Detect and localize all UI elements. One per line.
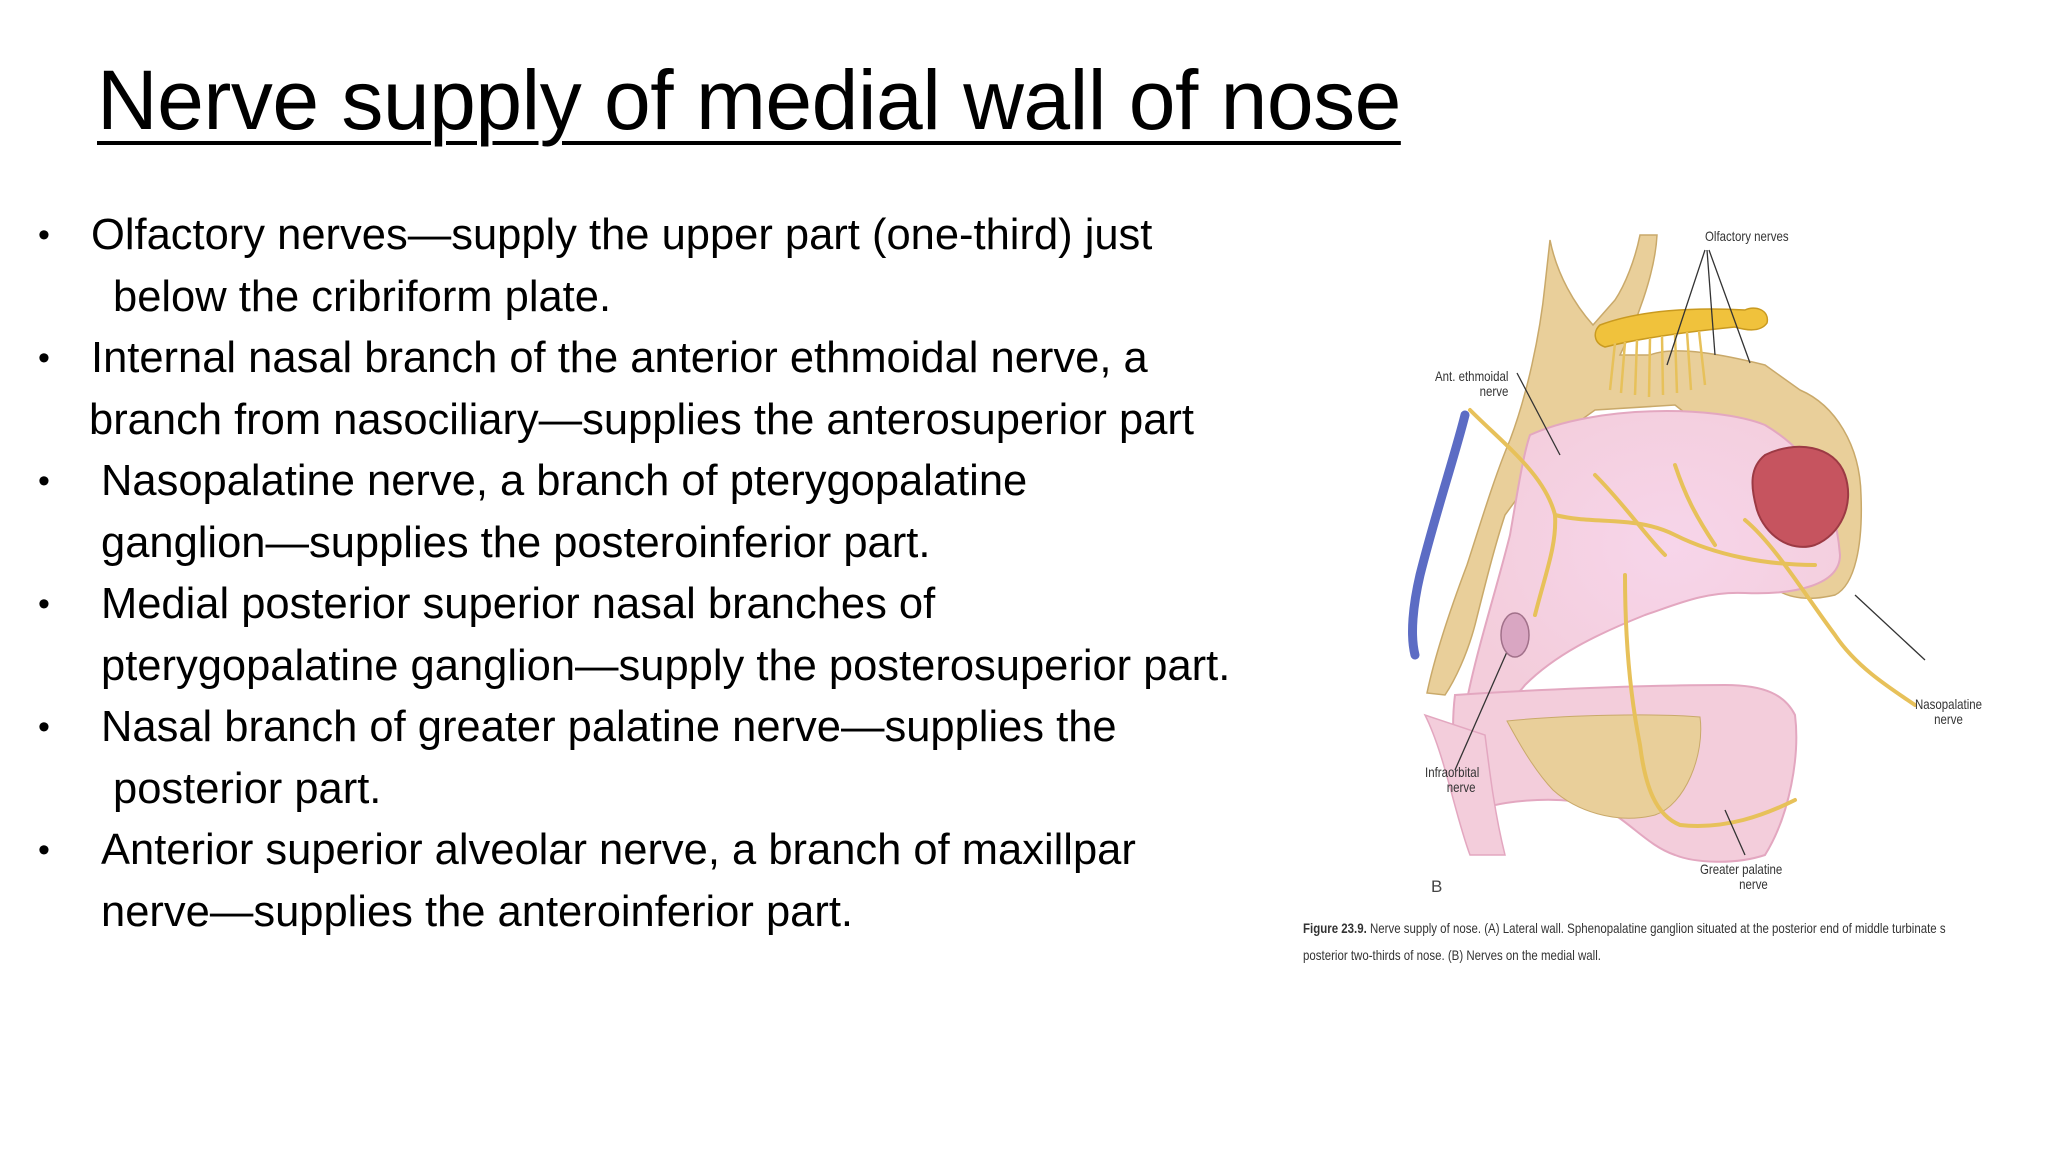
olfactory-fibers: [1608, 330, 1707, 398]
caption-text: posterior two-thirds of nose. (B) Nerves…: [1303, 947, 1601, 963]
lower-mucosa: [1423, 713, 1506, 856]
slide-title: Nerve supply of medial wall of nose: [97, 53, 1401, 147]
palatine-bone: [1506, 714, 1702, 819]
bullet-text: Nasopalatine nerve, a branch of pterygop…: [101, 457, 1028, 505]
bullet-item: • Anterior superior alveolar nerve, a br…: [38, 820, 1338, 943]
bullet-item: • Nasopalatine nerve, a branch of pteryg…: [38, 451, 1338, 574]
panel-letter: B: [1431, 877, 1443, 896]
bullet-icon: •: [38, 339, 50, 377]
olfactory-bulb: [1594, 307, 1769, 348]
bullet-item: • Olfactory nerves—supply the upper part…: [38, 205, 1338, 328]
bullet-text: Anterior superior alveolar nerve, a bran…: [101, 826, 1136, 874]
label-text: nerve: [1479, 383, 1509, 399]
bullet-icon: •: [38, 462, 50, 500]
bullet-text: Internal nasal branch of the anterior et…: [91, 334, 1148, 382]
septum-mucosa: [1463, 410, 1842, 713]
bullet-text: Olfactory nerves—supply the upper part (…: [91, 211, 1153, 259]
pterygopalatine-ganglion: [1500, 612, 1530, 658]
label-infraorbital: Infraorbital nerve: [1425, 765, 1479, 795]
label-text: nerve: [1934, 711, 1963, 727]
caption-text: Nerve supply of nose. (A) Lateral wall. …: [1369, 920, 1946, 936]
bullet-item: • Medial posterior superior nasal branch…: [38, 574, 1338, 697]
label-nasopalatine: Nasopalatine nerve: [1915, 697, 1982, 727]
label-text: Olfactory nerves: [1705, 228, 1789, 244]
label-greater-palatine: Greater palatine nerve: [1700, 862, 1782, 892]
label-text: Greater palatine: [1700, 861, 1783, 877]
bullet-text: pterygopalatine ganglion—supply the post…: [101, 641, 1231, 690]
label-text: nerve: [1446, 779, 1476, 795]
bullet-text: below the cribriform plate.: [113, 272, 612, 321]
nerve-branches: [1468, 408, 1917, 828]
label-text: Infraorbital: [1425, 764, 1480, 780]
bullet-text: posterior part.: [113, 764, 382, 813]
bullet-icon: •: [38, 708, 50, 746]
leader-lines: [1454, 249, 1926, 856]
label-ant-ethmoidal: Ant. ethmoidal nerve: [1435, 369, 1508, 399]
caption-label: Figure 23.9.: [1303, 920, 1367, 936]
figure-caption: Figure 23.9. Nerve supply of nose. (A) L…: [1303, 915, 2041, 969]
label-text: Nasopalatine: [1915, 696, 1983, 712]
bullet-item: • Nasal branch of greater palatine nerve…: [38, 697, 1338, 820]
sphenoid-sinus: [1751, 445, 1850, 548]
bullet-text: Nasal branch of greater palatine nerve—s…: [101, 703, 1117, 751]
label-olfactory-nerves: Olfactory nerves: [1705, 229, 1789, 244]
bullet-text: nerve—supplies the anteroinferior part.: [101, 887, 853, 936]
label-text: Ant. ethmoidal: [1435, 368, 1509, 384]
nasal-septum-illustration: [1408, 234, 1926, 863]
bullet-icon: •: [38, 585, 50, 623]
nose-nerve-figure: Olfactory nerves Ant. ethmoidal nerve Na…: [1295, 215, 2048, 975]
bullet-text: branch from nasociliary—supplies the ant…: [89, 395, 1194, 444]
bullet-list: • Olfactory nerves—supply the upper part…: [38, 205, 1338, 943]
bullet-icon: •: [38, 831, 50, 869]
label-text: nerve: [1739, 876, 1768, 892]
bullet-icon: •: [38, 216, 50, 254]
bullet-text: Medial posterior superior nasal branches…: [101, 580, 936, 628]
bullet-text: ganglion—supplies the posteroinferior pa…: [101, 518, 931, 567]
blood-vessel: [1408, 410, 1470, 660]
bullet-item: • Internal nasal branch of the anterior …: [38, 328, 1338, 451]
